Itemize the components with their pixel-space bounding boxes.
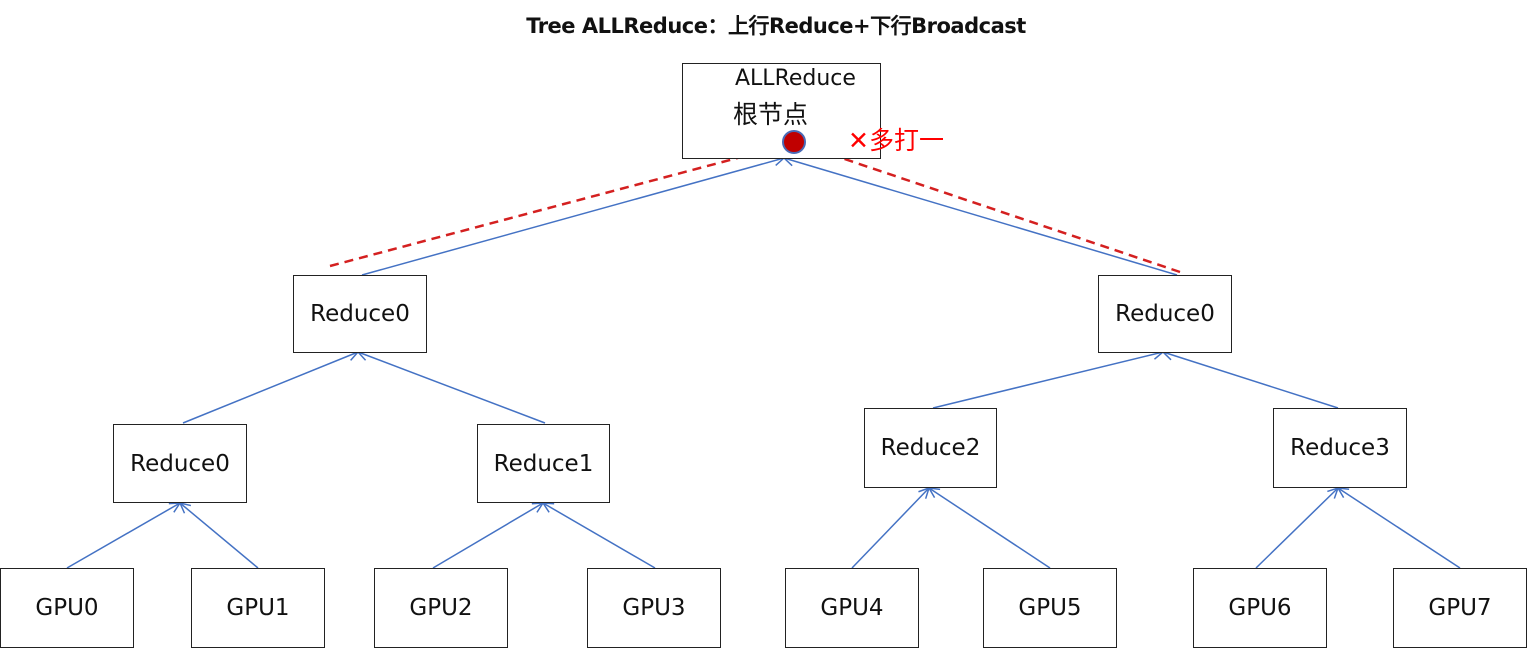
edge-reduce0-left-up	[182, 352, 358, 424]
gpu-node-3: GPU3	[587, 568, 721, 648]
edge-reduce2-right-up	[932, 352, 1163, 409]
root-label-allreduce: ALLReduce	[735, 66, 856, 91]
root-node: ALLReduce 根节点	[682, 63, 881, 159]
reduce-node-level1-left: Reduce0	[293, 275, 427, 353]
gpu-node-6: GPU6	[1193, 568, 1327, 648]
reduce-node-level1-right: Reduce0	[1098, 275, 1232, 353]
gpu-node-4: GPU4	[785, 568, 919, 648]
gpu-node-0: GPU0	[0, 568, 134, 648]
edge-reduce1-left-up	[358, 352, 546, 424]
diagram-title: Tree ALLReduce：上行Reduce+下行Broadcast	[526, 14, 1026, 38]
collision-dot	[782, 130, 806, 154]
edge-reduce3-right-up	[1163, 352, 1339, 409]
dashed-left-arrow	[329, 144, 780, 268]
edge-gpu6-reduce3	[1255, 488, 1338, 569]
edge-left-to-root	[361, 158, 784, 276]
dashed-right-arrow	[808, 145, 1181, 274]
edge-gpu7-reduce3	[1338, 488, 1461, 569]
edge-gpu4-reduce2	[851, 488, 929, 569]
reduce-node-level2-2: Reduce2	[864, 408, 997, 488]
reduce-node-level2-3: Reduce3	[1273, 408, 1407, 488]
root-label-root-node: 根节点	[733, 100, 809, 129]
edge-gpu0-reduce0	[66, 503, 180, 569]
reduce-node-level2-0: Reduce0	[113, 424, 247, 503]
reduce-node-level2-1: Reduce1	[477, 424, 610, 503]
edge-gpu1-reduce0	[180, 503, 259, 569]
gpu-node-1: GPU1	[191, 568, 325, 648]
gpu-node-7: GPU7	[1393, 568, 1527, 648]
gpu-node-5: GPU5	[983, 568, 1117, 648]
edge-right-to-root	[784, 158, 1178, 276]
edge-gpu5-reduce2	[929, 488, 1051, 569]
contention-annotation: ✕多打一	[848, 126, 944, 155]
edge-gpu2-reduce1	[432, 503, 543, 569]
edge-gpu3-reduce1	[543, 503, 656, 569]
gpu-node-2: GPU2	[374, 568, 508, 648]
